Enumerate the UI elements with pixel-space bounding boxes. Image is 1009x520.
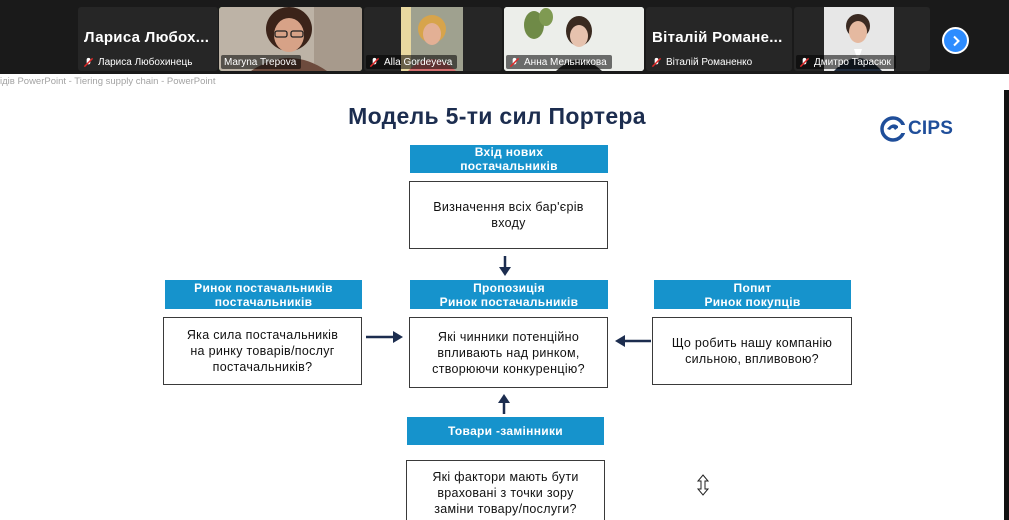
chevron-right-icon [952,35,960,46]
box-line: Які чинники потенційно [437,329,580,344]
participant-big-name: Віталій Романе... [652,29,783,46]
slide-title: Модель 5-ти сил Портера [348,103,646,129]
powerpoint-title-bar: ідів PowerPoint - Tiering supply chain -… [0,74,1009,90]
header-new-entrants: Вхід нових постачальників [410,145,608,173]
header-line: Попит [733,280,772,295]
muted-mic-icon [509,57,520,67]
screen-edge [1004,90,1009,520]
box-line: на ринку товарів/послуг [190,344,335,358]
box-line: постачальників? [212,360,313,374]
box-line: заміни товару/послуги? [434,501,577,516]
muted-mic-icon [369,57,380,67]
box-line: входу [491,216,526,230]
box-substitutes: Які фактори мають бути враховані з точки… [406,460,605,520]
participant-tile-active-speaker[interactable]: Maryna Trepova [219,7,362,71]
resize-cursor-icon [696,474,710,496]
participant-tile[interactable]: Віталій Романе... Віталій Романенко [646,7,792,71]
arrow-down-icon [499,256,511,276]
next-participants-button[interactable] [942,27,969,54]
participant-caption: Maryna Trepova [221,55,302,69]
box-line: Визначення всіх бар'єрів [433,200,584,214]
header-supply-market: Пропозиція Ринок постачальників [410,280,608,309]
muted-mic-icon [651,57,662,67]
header-line: Ринок постачальників [439,294,579,309]
box-line: створюючи конкуренцію? [432,361,585,376]
box-line: Які фактори мають бути [432,469,579,484]
participant-caption: Лариса Любохинець [80,55,197,69]
arrow-left-icon [615,335,651,347]
box-line: враховані з точки зору [437,485,574,500]
cips-logo-icon [880,116,906,142]
participant-big-name: Лариса Любох... [84,29,210,46]
arrow-right-icon [366,331,403,343]
participant-name: Лариса Любохинець [98,56,193,68]
participant-caption: Віталій Романенко [648,55,757,69]
box-new-entrants: Визначення всіх бар'єрів входу [409,181,608,249]
header-buyer-market: Попит Ринок покупців [654,280,851,309]
box-competition: Які чинники потенційно впливають над рин… [409,317,608,388]
header-line: постачальників [460,159,558,173]
box-supplier-power: Яка сила постачальників на ринку товарів… [163,317,362,385]
participant-caption: Дмитро Тарасюк [796,55,896,69]
header-line: постачальників [214,294,313,309]
header-line: Ринок постачальників [194,280,333,295]
participant-name: Maryna Trepova [224,56,297,68]
header-line: Товари -замінники [448,424,563,438]
header-supplier-market: Ринок постачальників постачальників [165,280,362,309]
participant-caption: Alla Gordeyeva [366,55,458,69]
participant-name: Alla Gordeyeva [384,56,453,68]
box-line: Яка сила постачальників [186,328,339,342]
box-line: Що робить нашу компанію [671,336,833,350]
logo-text: CIPS [908,118,954,139]
box-line: впливають над ринком, [437,345,580,360]
arrow-up-icon [498,394,510,414]
header-line: Вхід нових [474,145,544,159]
header-line: Ринок покупців [704,294,801,309]
window-title: ідів PowerPoint - Tiering supply chain -… [0,76,216,87]
muted-mic-icon [83,57,94,67]
participant-tile[interactable]: Анна Мельникова [504,7,644,71]
participant-caption: Анна Мельникова [506,55,612,69]
participant-tile[interactable]: Alla Gordeyeva [364,7,502,71]
participant-name: Віталій Романенко [666,56,753,68]
participant-tile[interactable]: Дмитро Тарасюк [794,7,930,71]
participant-strip: Лариса Любох... Лариса Любохинець [0,0,1009,74]
header-line: Пропозиція [473,280,545,295]
participant-tile[interactable]: Лариса Любох... Лариса Любохинець [78,7,218,71]
muted-mic-icon [799,57,810,67]
header-substitutes: Товари -замінники [407,417,604,445]
cips-logo: CIPS [880,115,953,143]
box-buyer-power: Що робить нашу компанію сильною, впливов… [652,317,852,385]
participant-name: Дмитро Тарасюк [814,56,891,68]
box-line: сильною, впливовою? [685,352,819,366]
participant-name: Анна Мельникова [524,56,607,68]
